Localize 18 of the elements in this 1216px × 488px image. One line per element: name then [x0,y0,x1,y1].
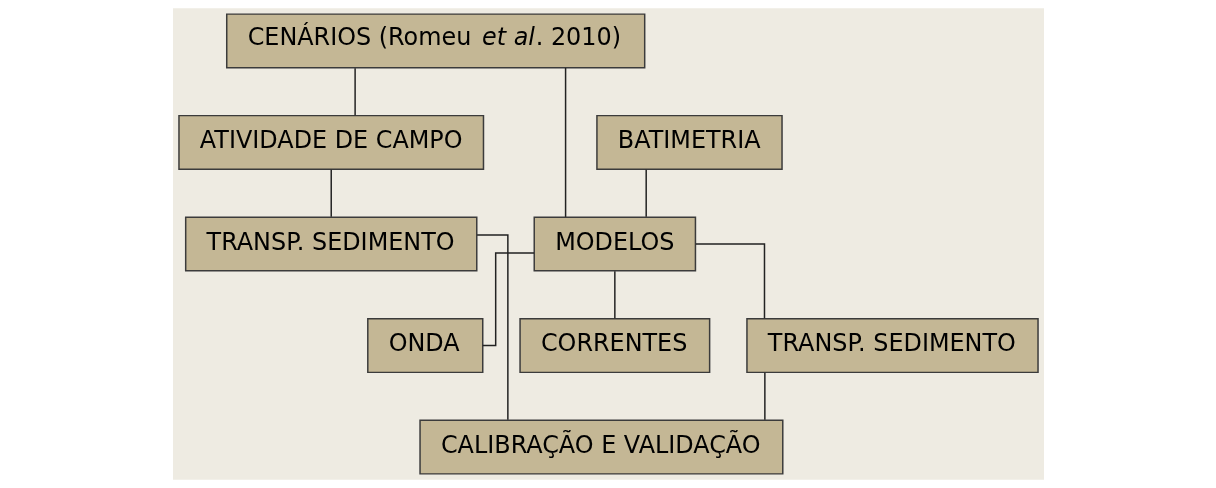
connector [613,270,616,319]
connector [763,371,766,421]
connector [475,234,509,421]
connector [481,252,535,347]
node-box: BATIMETRIA [595,114,783,171]
node-box: CENÁRIOS (Romeu et al. 2010) [225,13,645,69]
node-box: TRANSP. SEDIMENTO [745,317,1039,374]
node-box: CALIBRAÇÃO E VALIDAÇÃO [418,419,783,475]
node-box: ONDA [366,317,483,374]
node-box: ATIVIDADE DE CAMPO [177,114,484,171]
connector [353,67,356,116]
connector [330,168,332,218]
node-box: MODELOS [533,216,696,272]
connector [694,243,765,320]
node-box: CORRENTES [518,317,710,374]
connector [644,168,647,218]
connector [564,67,566,218]
node-box: TRANSP. SEDIMENTO [184,216,477,272]
